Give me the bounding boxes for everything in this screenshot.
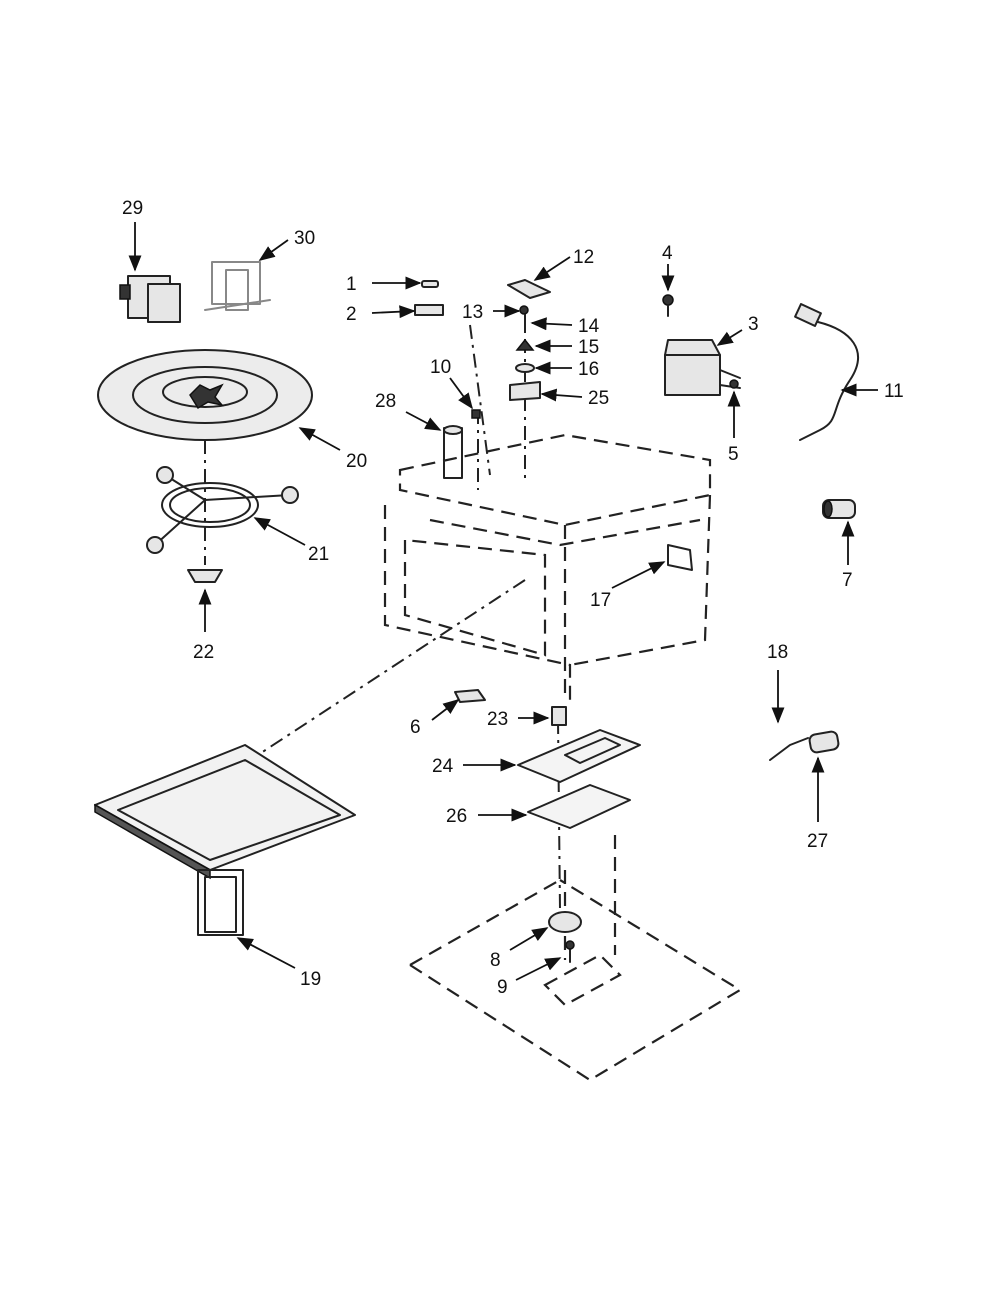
- callout-14: 14: [578, 316, 600, 337]
- part-19-vent-grille: [94, 744, 356, 936]
- part-4-screw: [662, 294, 674, 317]
- callout-24: 24: [432, 756, 454, 777]
- callout-6: 6: [410, 717, 421, 738]
- callout-18: 18: [767, 642, 788, 663]
- callout-labels: 29 30 1 2 12 13 14 15 16 25 10 28 4 3 5 …: [122, 198, 904, 998]
- part-28-lamp-socket: [443, 425, 463, 479]
- callout-20: 20: [346, 451, 367, 472]
- part-3-magnetron: [664, 339, 741, 396]
- part-10-clip: [471, 409, 481, 419]
- part-20-glass-tray: [97, 349, 313, 441]
- callout-4: 4: [662, 243, 673, 264]
- part-1-fuse: [421, 280, 439, 288]
- part-11-power-cord: [794, 303, 859, 441]
- part-15-bearing: [515, 338, 535, 351]
- callout-28: 28: [375, 391, 396, 412]
- callout-5: 5: [728, 444, 739, 465]
- callout-9: 9: [497, 977, 508, 998]
- cabinet-outline: [383, 433, 712, 700]
- callout-15: 15: [578, 337, 599, 358]
- part-29-motor: [119, 275, 181, 323]
- base-plate-outline: [409, 835, 743, 1082]
- part-26-insulator: [527, 784, 631, 829]
- callout-21: 21: [308, 544, 329, 565]
- part-27-capacitor: [808, 730, 840, 754]
- leader-lines: [128, 222, 878, 981]
- callout-3: 3: [748, 314, 759, 335]
- callout-13: 13: [462, 302, 483, 323]
- callout-27: 27: [807, 831, 828, 852]
- part-25-stirrer-bracket: [509, 381, 541, 401]
- callout-1: 1: [346, 274, 357, 295]
- part-23-bushing: [551, 706, 567, 726]
- part-30-transformer: [204, 261, 271, 311]
- callout-23: 23: [487, 709, 508, 730]
- part-22-coupler: [187, 569, 223, 583]
- callout-16: 16: [578, 359, 599, 380]
- callout-8: 8: [490, 950, 501, 971]
- part-9-screw: [565, 940, 575, 963]
- part-24-mount-plate: [517, 729, 641, 783]
- part-18-wire: [769, 737, 809, 761]
- callout-17: 17: [590, 590, 611, 611]
- callout-10: 10: [430, 357, 451, 378]
- part-16-washer: [515, 363, 535, 373]
- callout-30: 30: [294, 228, 315, 249]
- part-13-screw: [519, 305, 529, 315]
- callout-12: 12: [573, 247, 594, 268]
- part-2-fuse-holder: [414, 304, 444, 316]
- part-8-turntable-motor: [548, 911, 582, 933]
- part-7-noise-filter: [822, 499, 856, 519]
- part-5-screw: [729, 379, 739, 389]
- callout-19: 19: [300, 969, 321, 990]
- callout-11: 11: [884, 381, 904, 402]
- part-12-bracket: [507, 279, 551, 299]
- part-21-roller-ring: [146, 466, 299, 554]
- callout-22: 22: [193, 642, 214, 663]
- part-17-bracket: [667, 544, 693, 571]
- part-6-thermostat: [454, 689, 486, 703]
- callout-29: 29: [122, 198, 143, 219]
- callout-25: 25: [588, 388, 609, 409]
- callout-2: 2: [346, 304, 357, 325]
- callout-26: 26: [446, 806, 467, 827]
- callout-7: 7: [842, 570, 853, 591]
